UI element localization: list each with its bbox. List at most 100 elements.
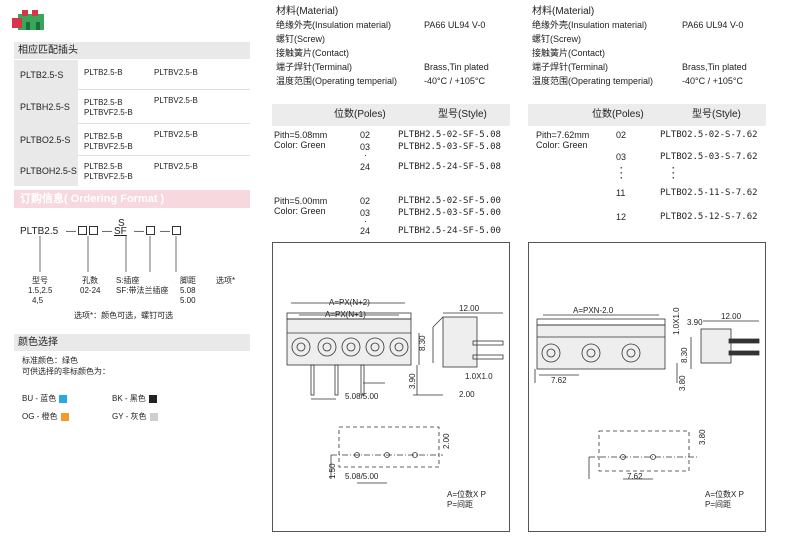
material-value: Brass,Tin plated (682, 62, 747, 72)
connector-image (12, 10, 44, 30)
dim-pitch: 5.08/5.00 (345, 392, 379, 401)
matching-plug-title: 相应匹配插头 (14, 42, 250, 59)
pole-value: 12 (616, 212, 627, 222)
option-note: 选项*：颜色可选，螺钉可选 (74, 311, 174, 320)
option-box (172, 226, 181, 235)
cell: PLTB2.5-B (84, 132, 123, 141)
dim-w12: 12.00 (459, 304, 480, 313)
code-s: S (118, 218, 125, 229)
model-cell: PLTB2.5-S (14, 60, 78, 90)
style-value: PLTBH2.5-02-SF-5.00 (398, 196, 501, 206)
legend-pitch-v1: 5.08 (180, 286, 196, 295)
color-label: Color: Green (274, 206, 326, 216)
matching-table: PLTB2.5-S PLTB2.5-B PLTBV2.5-B PLTBH2.5-… (14, 60, 250, 186)
dim-d200: 2.00 (459, 390, 475, 399)
pole-value: 11 (616, 188, 626, 198)
style-value: PLTBH2.5-24-SF-5.08 (398, 162, 501, 172)
legend-type: 型号 (32, 276, 48, 285)
pitch-label: Pith=5.08mm (274, 130, 328, 140)
ellipsis-dot: · (364, 150, 367, 160)
other-colors: 可供选择的非标颜色为： (22, 367, 110, 376)
material-label: 螺钉(Screw) (532, 34, 581, 44)
model-cell: PLTBH2.5-S (14, 90, 78, 124)
material-label: 螺钉(Screw) (276, 34, 325, 44)
material-label: 绝缘外壳(Insulation material) (532, 20, 648, 30)
color-option: BK - 黑色 (112, 394, 157, 404)
product-thumbnail (8, 4, 52, 38)
material-label: 接触簧片(Contact) (532, 48, 606, 58)
mid-material-table: 材料(Material) 绝缘外壳(Insulation material)PA… (276, 6, 506, 90)
cell: PLTBV2.5-B (154, 162, 198, 171)
dim-pb: 5.08/5.00 (345, 472, 379, 481)
material-label: 接触簧片(Contact) (276, 48, 350, 58)
legend-poles-vals: 02-24 (80, 286, 101, 295)
poles-header: 位数(Poles) (592, 109, 644, 120)
cell: PLTB2.5-B (84, 162, 123, 171)
style-value: PLTBH2.5-02-SF-5.08 (398, 130, 501, 140)
model-cell: PLTBOH2.5-S (14, 156, 78, 186)
ellipsis-dots: ··· (620, 163, 623, 183)
legend-type-vals2: 4,5 (32, 296, 44, 305)
pole-value: 03 (360, 208, 371, 218)
poles-header: 位数(Poles) (334, 109, 386, 120)
legend-sf: SF:带法兰插座 (116, 286, 169, 295)
color-label: BK - 黑色 (112, 394, 146, 403)
pole-value: 03 (616, 152, 627, 162)
poles-box (89, 226, 98, 235)
pitch-box (146, 226, 155, 235)
dim-h380: 3.80 (678, 375, 687, 391)
style-value: PLTBO2.5-12-S-7.62 (660, 212, 758, 222)
color-label: Color: Green (536, 140, 588, 150)
right-style-header: 位数(Poles) 型号(Style) (528, 104, 766, 126)
material-label: 绝缘外壳(Insulation material) (276, 20, 392, 30)
material-value: -40°C / +105°C (424, 76, 485, 86)
dim-v380: 3.80 (698, 429, 707, 445)
material-heading: 材料(Material) (532, 6, 595, 17)
blue-swatch (59, 394, 68, 403)
material-value: Brass,Tin plated (424, 62, 489, 72)
legend-option: 选项* (216, 276, 236, 285)
style-value: PLTBO2.5-02-S-7.62 (660, 130, 758, 140)
material-label: 端子焊针(Terminal) (532, 62, 609, 72)
material-label: 端子焊针(Terminal) (276, 62, 353, 72)
mid-group-1: Pith=5.08mm Color: Green 02 PLTBH2.5-02-… (274, 130, 510, 180)
dim-v150: 1.50 (328, 463, 337, 479)
note-a: A=位数X P (447, 489, 486, 499)
material-value: -40°C / +105°C (682, 76, 743, 86)
right-group: Pith=7.62mm Color: Green 02 PLTBO2.5-02-… (536, 130, 766, 226)
black-swatch (148, 394, 157, 403)
material-value: PA66 UL94 V-0 (682, 20, 744, 30)
dim-v200: 2.00 (442, 433, 451, 449)
color-option: GY - 灰色 (112, 412, 158, 422)
dim-a1: A=PX(N+2) (329, 298, 370, 307)
style-value: PLTBO2.5-11-S-7.62 (660, 188, 758, 198)
table-row: PLTBH2.5-S PLTB2.5-B PLTBV2.5-B PLTBVF2.… (14, 90, 250, 124)
right-material-table: 材料(Material) 绝缘外壳(Insulation material) PA… (532, 6, 762, 90)
pole-value: 02 (360, 196, 371, 206)
code-prefix: PLTB2.5 (20, 226, 59, 237)
color-label: Color: Green (274, 140, 326, 150)
pole-value: 02 (360, 130, 371, 140)
dim-w390: 3.90 (687, 318, 703, 327)
note-p: P=间距 (447, 500, 473, 509)
mid-group-2: Pith=5.00mm Color: Green 02 PLTBH2.5-02-… (274, 196, 510, 240)
cell: PLTBVF2.5-B (84, 108, 133, 117)
technical-drawing: A=PXN-2.0 3.90 12.00 1.0X1.0 8.30 7.62 3… (534, 306, 760, 509)
dim-h830: 8.30 (680, 347, 689, 363)
style-value: PLTBO2.5-03-S-7.62 (660, 152, 758, 162)
material-value: PA66 UL94 V-0 (424, 20, 486, 30)
color-label: OG - 橙色 (22, 412, 58, 421)
cell: PLTBV2.5-B (154, 130, 198, 139)
dim-a: A=PXN-2.0 (573, 306, 614, 315)
gray-swatch (149, 412, 158, 421)
order-code: PLTB2.5 — — S SF — — (20, 218, 250, 252)
style-header: 型号(Style) (692, 109, 741, 120)
pole-value: 24 (360, 226, 371, 236)
cell: PLTB2.5-B (84, 98, 123, 107)
dim-pb: 7.62 (627, 472, 643, 481)
dim-pin: 1.0X1.0 (465, 372, 493, 381)
dim-v10: 1.0X1.0 (672, 307, 681, 335)
legend-s: S:插座 (116, 276, 140, 285)
color-label: GY - 灰色 (112, 412, 147, 421)
cell: PLTBV2.5-B (154, 68, 198, 77)
